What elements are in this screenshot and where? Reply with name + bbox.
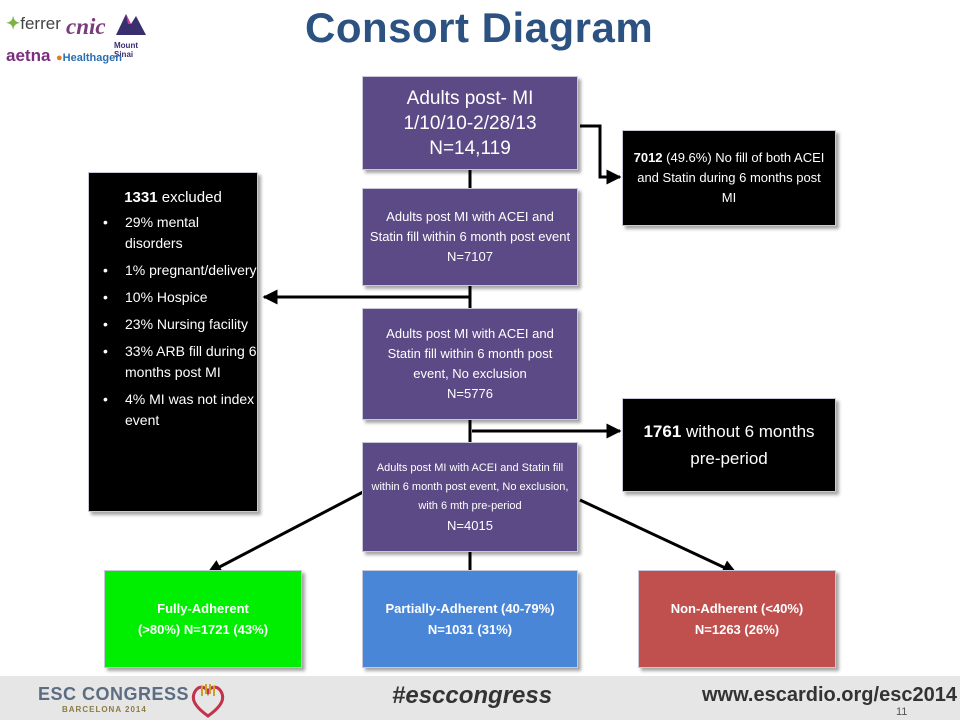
footer-hashtag: #esccongress [392,682,553,709]
mountain-icon [116,14,146,35]
aetna-logo-text: aetna [6,46,51,65]
box-fully-adherent: Fully-Adherent (>80%) N=1721 (43%) [104,570,302,668]
box-non-adherent: Non-Adherent (<40%) N=1263 (26%) [638,570,836,668]
box-acei-statin-fill: Adults post MI with ACEI and Statin fill… [362,188,578,286]
box-adults-post-mi: Adults post- MI 1/10/10-2/28/13 N=14,119 [362,76,578,170]
excluded-reason: 33% ARB fill during 6 months post MI [103,341,257,383]
box-adults-post-mi-line2: 1/10/10-2/28/13 [403,112,537,134]
page-title: Consort Diagram [305,4,654,51]
box-without-pre-period: 1761 without 6 months pre-period [622,398,836,492]
page-number: 11 [896,706,908,718]
box-without-pre-period-count: 1761 [643,422,682,441]
box-without-pre-period-text: without 6 months pre-period [681,422,815,468]
healthagen-logo: ●Healthagen [56,52,122,64]
box-no-exclusion: Adults post MI with ACEI and Statin fill… [362,308,578,420]
box-no-exclusion-text: Adults post MI with ACEI and Statin fill… [386,326,554,381]
heart-logo-icon [191,684,225,718]
arrow-to-fully [206,490,364,575]
ferrer-logo: ✦ferrer [6,14,61,33]
box-partially-adherent-text: Partially-Adherent (40-79%) N=1031 (31%) [385,601,555,637]
cnic-logo: cnic [66,14,106,40]
excluded-reason: 1% pregnant/delivery [103,260,257,281]
excluded-reasons-list: 29% mental disorders 1% pregnant/deliver… [89,212,257,431]
box-partially-adherent: Partially-Adherent (40-79%) N=1031 (31%) [362,570,578,668]
box-no-exclusion-n: N=5776 [447,386,493,401]
box-acei-statin-fill-text: Adults post MI with ACEI and Statin fill… [369,209,571,244]
excluded-reason: 4% MI was not index event [103,389,257,431]
box-with-pre-period: Adults post MI with ACEI and Statin fill… [362,442,578,552]
box-no-fill-text: (49.6%) No fill of both ACEI and Statin … [637,150,825,205]
mount-sinai-logo: Mount Sinai [114,10,154,59]
aetna-logo: aetna [6,46,50,66]
arrow-to-no-fill [580,124,622,185]
box-no-fill: 7012 (49.6%) No fill of both ACEI and St… [622,130,836,226]
footer-bar [0,676,960,720]
ferrer-logo-text: ferrer [20,14,61,33]
mount-sinai-logo-text: Mount Sinai [114,41,138,59]
footer-congress-city: BARCELONA 2014 [62,705,147,714]
excluded-reason: 10% Hospice [103,287,257,308]
excluded-reason: 23% Nursing facility [103,314,257,335]
box-acei-statin-fill-n: N=7107 [447,249,493,264]
box-excluded: 1331 excluded 29% mental disorders 1% pr… [88,172,258,512]
box-fully-adherent-line2: (>80%) N=1721 (43%) [137,622,269,637]
box-with-pre-period-text: Adults post MI with ACEI and Statin fill… [371,462,569,512]
box-with-pre-period-n: N=4015 [447,518,493,533]
cnic-logo-text: cnic [66,14,106,39]
box-no-fill-count: 7012 [633,150,663,165]
box-fully-adherent-line1: Fully-Adherent [157,601,249,616]
footer-congress-name: ESC CONGRESS [38,684,190,704]
footer-url[interactable]: www.escardio.org/esc2014 [702,684,957,706]
box-adults-post-mi-line3: N=14,119 [429,137,511,159]
box-excluded-label: excluded [157,189,222,206]
healthagen-logo-text: Healthagen [62,52,122,64]
box-non-adherent-text: Non-Adherent (<40%) N=1263 (26%) [670,601,804,637]
box-adults-post-mi-line1: Adults post- MI [406,87,534,109]
arrow-to-non [579,498,738,575]
excluded-reason: 29% mental disorders [103,212,257,254]
box-excluded-count: 1331 [124,189,158,206]
